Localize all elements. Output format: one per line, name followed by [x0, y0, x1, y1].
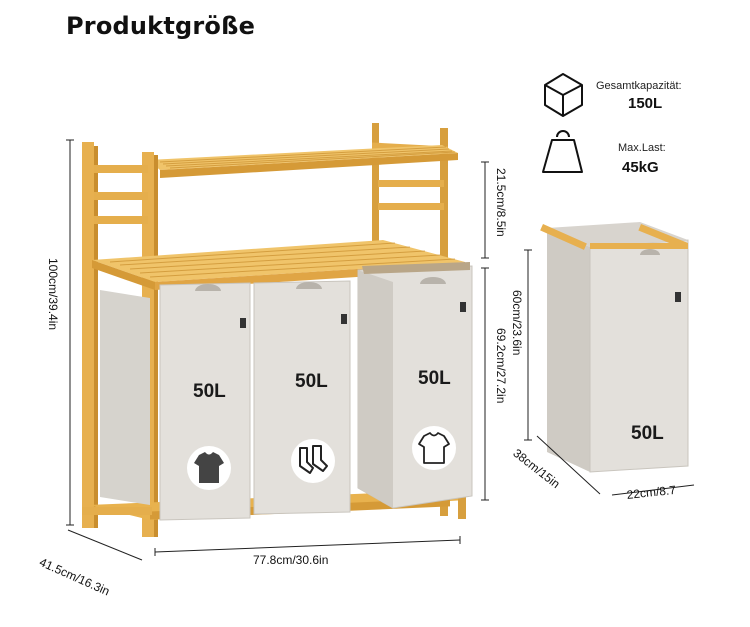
top-gap-label: 21.5cm/8.5in	[494, 168, 508, 237]
tshirt-light-icon	[418, 432, 450, 464]
bin-3: 50L	[357, 262, 473, 509]
load-value: 45kG	[622, 159, 659, 176]
width-label: 77.8cm/30.6in	[253, 553, 329, 567]
single-bag: 50L	[540, 222, 689, 473]
single-bag-capacity: 50L	[631, 423, 664, 444]
bag-height-label: 60cm/23.6in	[510, 290, 524, 356]
tshirt-dark-icon	[194, 452, 224, 483]
load-label: Max.Last:	[618, 142, 666, 154]
bin-2-capacity: 50L	[295, 371, 328, 392]
basket-height-label: 69.2cm/27.2in	[494, 328, 508, 404]
capacity-label: Gesamtkapazität:	[596, 80, 682, 92]
page-title: Produktgröße	[66, 12, 256, 40]
bin-3-capacity: 50L	[418, 368, 451, 389]
total-height-label: 100cm/39.4in	[46, 258, 60, 331]
bin-1-capacity: 50L	[193, 381, 226, 402]
box-icon	[544, 73, 583, 117]
capacity-value: 150L	[628, 95, 663, 112]
bin-1: 50L	[159, 282, 251, 521]
bin-2: 50L	[253, 280, 351, 515]
dimension-lines	[66, 139, 695, 561]
weight-icon	[542, 130, 583, 173]
socks-icon	[299, 445, 328, 474]
